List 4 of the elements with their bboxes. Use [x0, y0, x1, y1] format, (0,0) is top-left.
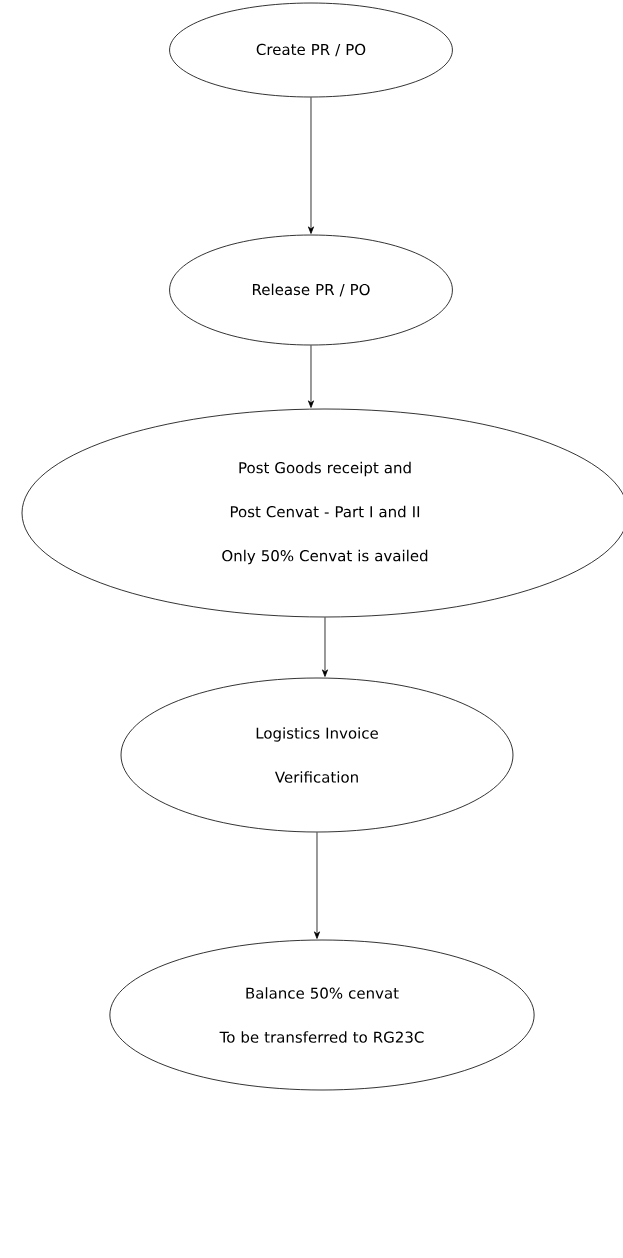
arrow [314, 832, 320, 939]
arrow [322, 617, 328, 677]
arrow [308, 97, 314, 234]
arrow [308, 345, 314, 408]
